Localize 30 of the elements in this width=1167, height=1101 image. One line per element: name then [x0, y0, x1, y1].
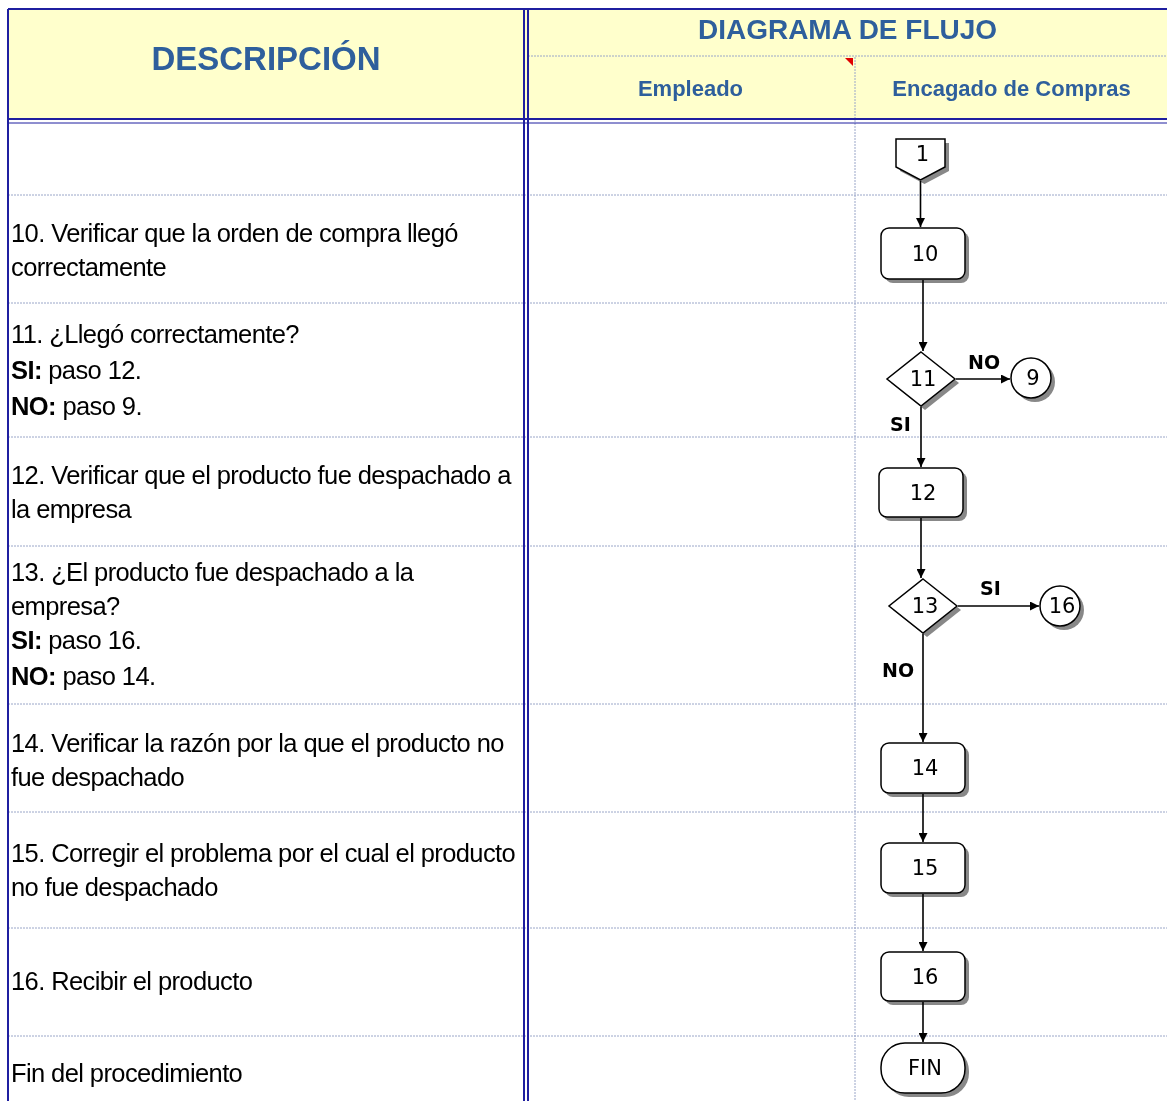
arrow [955, 374, 1011, 384]
arrow [918, 633, 928, 743]
arrow [916, 517, 926, 579]
edge-label: SI [980, 578, 1001, 598]
step-description: 15. Corregir el problema por el cual el producto no fue despachado [11, 838, 517, 903]
arrow [918, 793, 928, 843]
edge-label: NO [882, 660, 915, 680]
arrow [918, 893, 928, 952]
arrow [918, 279, 928, 352]
arrow [918, 1001, 928, 1043]
step-description: 12. Verificar que el producto fue despachado a la empresa [11, 460, 513, 525]
step-description: NO: paso 9. [11, 391, 143, 422]
step-description: 14. Verificar la razón por la que el producto no fue despachado [11, 728, 505, 793]
lane-header: Encagado de Compras [891, 76, 1132, 102]
edge-label: NO [968, 352, 1001, 372]
lane-header: Empleado [636, 76, 745, 102]
column-header: DIAGRAMA DE FLUJO [696, 14, 999, 46]
step-description: 16. Recibir el producto [11, 966, 254, 997]
step-description: 13. ¿El producto fue despachado a la empresa? [11, 557, 415, 622]
step-description: Fin del procedimiento [11, 1058, 244, 1089]
step-description: 10. Verificar que la orden de compra llegó correctamente [11, 218, 459, 283]
step-description: NO: paso 14. [11, 661, 157, 692]
arrow [957, 601, 1040, 611]
step-description: 11. ¿Llegó correctamente? [11, 319, 300, 350]
arrow [916, 180, 925, 228]
step-description: SI: paso 16. [11, 625, 143, 656]
step-description: SI: paso 12. [11, 355, 143, 386]
column-header: DESCRIPCIÓN [150, 40, 382, 78]
edge-label: SI [890, 414, 911, 434]
arrow [916, 406, 926, 468]
